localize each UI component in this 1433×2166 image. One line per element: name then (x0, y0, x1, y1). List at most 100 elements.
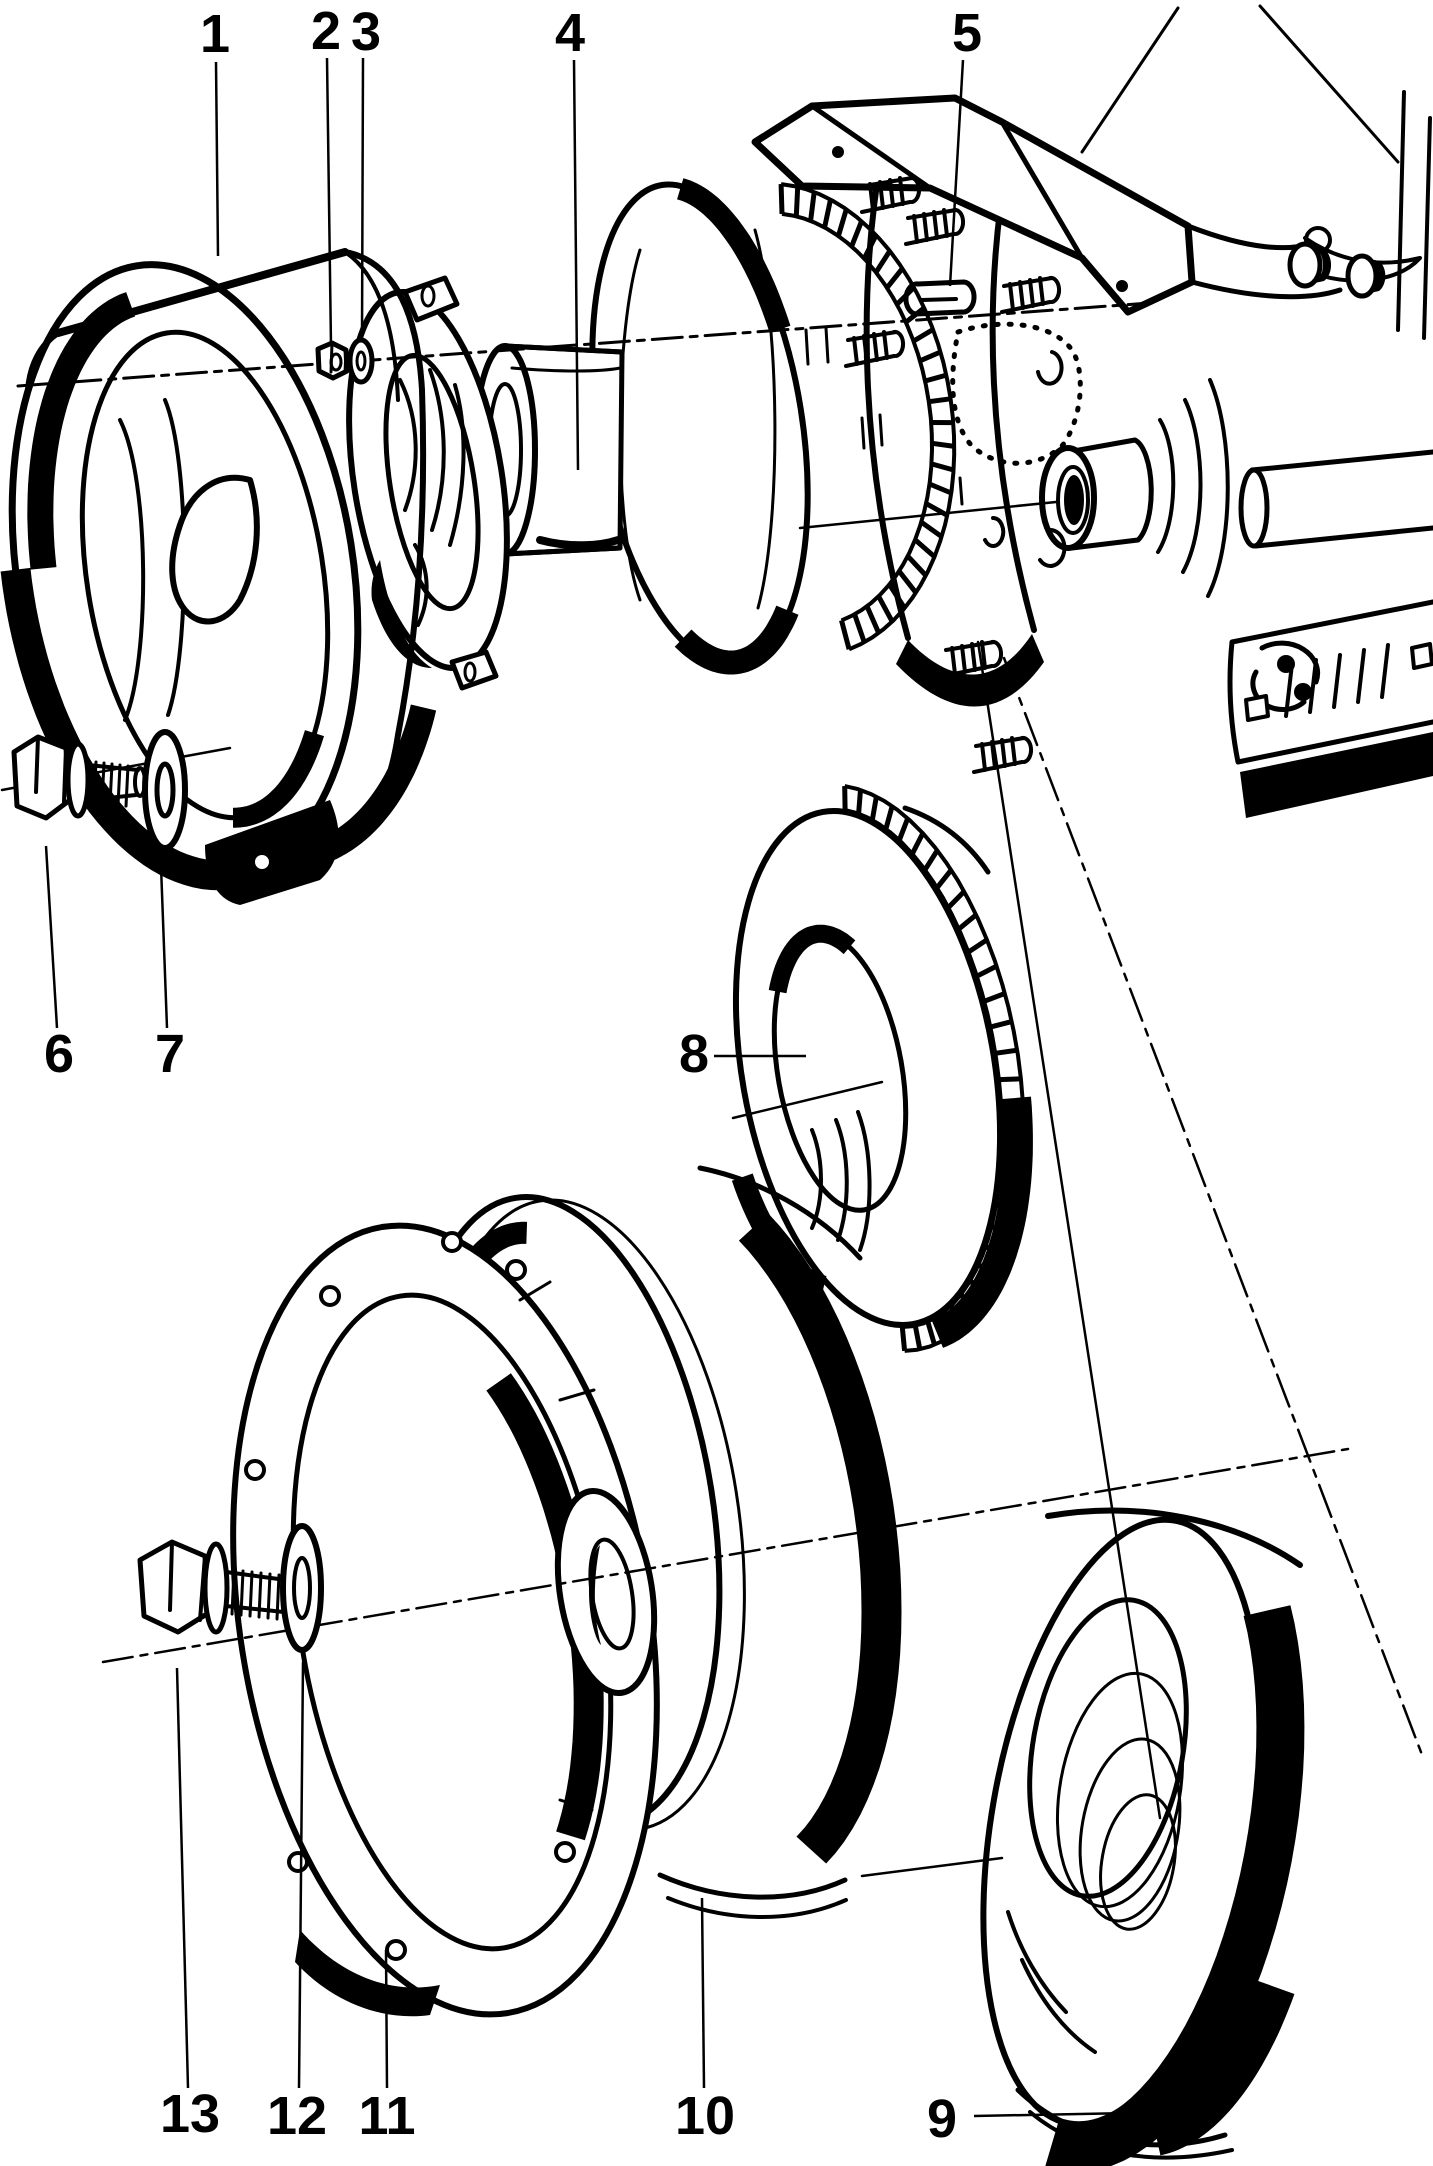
gear-tooth (994, 1047, 1018, 1056)
pan-shadow-band (1240, 732, 1433, 818)
oil-pan-hatching (1284, 643, 1390, 718)
callout-leader-6 (44, 845, 59, 1029)
impeller-ring (346, 275, 510, 691)
shading-band (674, 602, 799, 675)
bolt13-flange (202, 1541, 230, 1635)
callout-label-2: 2 (311, 1, 341, 61)
gear-tooth (912, 1325, 923, 1350)
converter9-top-edge (1045, 1507, 1303, 1568)
oil-pan-outline (1227, 599, 1433, 765)
hub-bore (1064, 475, 1084, 525)
impeller-vanes (398, 368, 466, 627)
lug-hole (244, 1459, 266, 1481)
bolt6-flange (65, 741, 91, 819)
lug-hole (441, 1231, 463, 1253)
mount-flange-hole (1294, 683, 1312, 701)
gear-tooth (883, 805, 895, 830)
gear-tooth (958, 1292, 976, 1316)
gear-tooth (925, 1321, 937, 1346)
gear-tooth (808, 191, 817, 222)
tab-hole (420, 284, 436, 308)
gear-tooth (976, 1262, 997, 1283)
torque-converter-drum (980, 1507, 1305, 2166)
bolt13-shank (224, 1570, 288, 1614)
callout-label-1: 1 (200, 4, 230, 64)
gear-tooth (839, 619, 852, 650)
callout-label-3: 3 (351, 2, 381, 62)
gear-tooth (913, 537, 937, 559)
reference-line-a (976, 640, 1162, 1820)
washer12-inner (292, 1556, 312, 1620)
pump-body-top-edge (697, 1165, 863, 1261)
top-bracket (751, 94, 1196, 316)
gear-tooth (836, 208, 849, 237)
side-pipe (1249, 449, 1433, 549)
callout-leader-3 (360, 57, 365, 339)
shading-band (738, 1213, 902, 1864)
gear-tooth (873, 249, 892, 274)
gear-tooth (849, 220, 864, 248)
stud (904, 207, 966, 246)
bolt6-facets (34, 735, 68, 804)
drum9-axis-stub (860, 1856, 1004, 1878)
gear-tooth (935, 868, 954, 890)
stud (942, 639, 1004, 678)
lug-hole (385, 1939, 407, 1961)
shading-band (1139, 1973, 1295, 2156)
tick-marks (804, 326, 964, 506)
bracket-hole (1116, 280, 1128, 292)
gear-tooth (864, 605, 881, 635)
face-ripple-arcs (1156, 378, 1230, 598)
teardrop-cutout (169, 474, 260, 625)
callout-leader-4 (572, 59, 580, 471)
gear-tooth (922, 849, 940, 872)
drum-top-left-corner (25, 330, 61, 393)
gear-tooth (998, 1178, 1022, 1193)
cover-ring-bottom-shade (295, 1930, 440, 2017)
converter9-bottom-rims (1015, 2087, 1228, 2148)
gear-tooth (919, 520, 944, 539)
callout-leader-2 (325, 57, 333, 347)
gear-tooth (861, 233, 879, 260)
gear-tooth (778, 184, 785, 214)
callout-label-4: 4 (555, 3, 585, 63)
washer7-outer (142, 729, 188, 851)
bell-bottom-shadow (896, 634, 1044, 707)
callout-label-5: 5 (952, 3, 982, 63)
callout-label-6: 6 (44, 1024, 74, 1084)
impeller-inner-ring (383, 352, 481, 612)
callout-label-7: 7 (155, 1024, 185, 1084)
gear-tooth (930, 461, 955, 473)
pan-bolt (1244, 694, 1270, 722)
stud-slot (920, 297, 958, 302)
corner-frame-lines (1080, 4, 1400, 164)
hub-neck (472, 343, 625, 557)
callout-label-9: 9 (927, 2089, 957, 2149)
neck-shading-arc (536, 536, 622, 550)
washer7-inner (154, 761, 176, 819)
gear-tooth (1001, 1129, 1025, 1139)
gear-tooth (931, 440, 955, 449)
lug-hole (505, 1259, 527, 1281)
bore-pointer-line (798, 500, 1058, 530)
shading-band (926, 1092, 1033, 1348)
engine-edge-verticals (1396, 90, 1432, 340)
shading-band (225, 727, 325, 828)
gear-tooth (876, 595, 895, 623)
cover-washer (280, 1523, 324, 1653)
converter9-bottom-rim2 (1028, 2110, 1234, 2160)
face-curl-details (983, 350, 1067, 568)
flywheel-ring-gear (731, 784, 1033, 1353)
gear-tooth (852, 613, 867, 644)
gear-tooth (998, 1076, 1021, 1083)
impeller-top-tab (402, 275, 460, 323)
construction-lines (0, 301, 1426, 1878)
pump-bottom-rim-arcs (657, 1872, 848, 1900)
gear-tooth (995, 1202, 1018, 1218)
bolt13-threads (230, 1568, 281, 1621)
callout-leader-11 (384, 1949, 389, 2089)
oil-pan (1227, 599, 1433, 818)
